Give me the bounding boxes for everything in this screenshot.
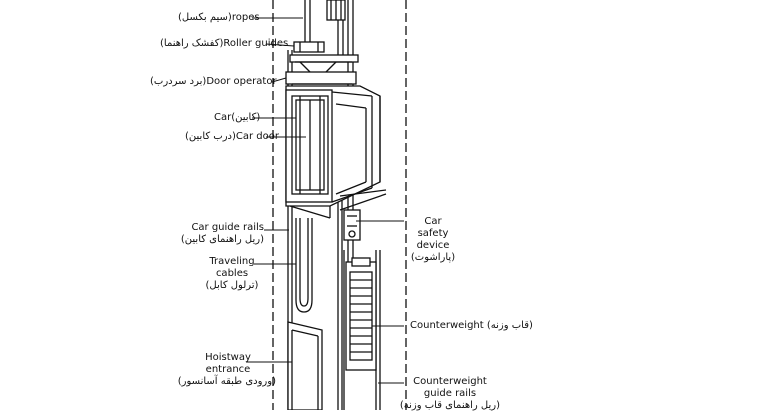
label-car-guide-rails-en: Car guide rails — [191, 222, 264, 233]
label-traveling-cables-en1: Traveling — [209, 256, 255, 267]
label-hoistway-entrance-fa: (ورودی طبقه آسانسور) — [177, 376, 276, 387]
label-roller-guides-fa: (کفشک راهنما) — [160, 38, 224, 49]
label-door-operator-fa: (برد سردرب) — [150, 76, 207, 87]
label-counterweight-en: Counterweight — [410, 320, 484, 331]
label-car-safety-device: Car safety device (پاراشوت) — [408, 216, 458, 264]
label-car-en: Car — [214, 112, 232, 123]
label-hoistway-entrance-en1: Hoistway — [205, 352, 251, 363]
label-counterweight-guide-rails-fa: (ریل راهنمای قاب وزنه) — [399, 400, 500, 411]
label-ropes-fa: (سیم بکسل) — [178, 12, 232, 23]
hoistway-entrance — [287, 321, 323, 410]
label-car-guide-rails: Car guide rails (ریل راهنمای کابین) — [181, 222, 264, 246]
car-safety-device — [343, 209, 361, 241]
label-car-door-en: Car door — [235, 131, 280, 142]
label-car-door-fa: (درب کابین) — [185, 131, 236, 142]
label-roller-guides-en: Roller guides — [223, 38, 289, 49]
label-hoistway-entrance: Hoistway entrance (ورودی طبقه آسانسور) — [177, 352, 276, 388]
label-traveling-cables-en2: cables — [215, 268, 249, 279]
label-roller-guides: (کفشک راهنما)Roller guides — [160, 38, 288, 50]
label-car-safety-device-en3: device — [416, 240, 450, 251]
label-ropes-en: ropes — [231, 12, 260, 23]
label-traveling-cables: Traveling cables (ترلول کابل) — [200, 256, 264, 292]
label-hoistway-entrance-en2: entrance — [205, 364, 251, 375]
label-door-operator-en: Door operator — [206, 76, 277, 87]
label-car-guide-rails-fa: (ریل راهنمای کابین) — [180, 234, 264, 245]
label-counterweight-guide-rails-en1: Counterweight — [413, 376, 487, 387]
label-car-safety-device-fa: (پاراشوت) — [410, 252, 456, 263]
roller-guides — [289, 41, 359, 81]
counterweight — [345, 257, 377, 371]
car-door — [295, 99, 325, 191]
label-door-operator: (برد سردرب)Door operator — [150, 76, 277, 88]
label-car: Car(کابین) — [214, 112, 260, 124]
label-counterweight: Counterweight (قاب وزنه) — [410, 320, 533, 332]
label-car-safety-device-en2: safety — [417, 228, 449, 239]
label-ropes: (سیم بکسل)ropes — [178, 12, 260, 24]
leader-lines — [246, 17, 404, 384]
label-car-safety-device-en1: Car — [424, 216, 442, 227]
label-car-door: (درب کابین)Car door — [185, 131, 279, 143]
car-sling — [289, 189, 387, 219]
door-operator — [285, 71, 357, 85]
car — [285, 85, 381, 207]
label-counterweight-fa: (قاب وزنه) — [486, 320, 533, 331]
label-car-fa: (کابین) — [231, 112, 261, 123]
label-counterweight-guide-rails: Counterweight guide rails (ریل راهنمای ق… — [400, 376, 500, 412]
traveling-cables — [295, 218, 313, 313]
label-traveling-cables-fa: (ترلول کابل) — [205, 280, 259, 291]
label-counterweight-guide-rails-en2: guide rails — [423, 388, 477, 399]
